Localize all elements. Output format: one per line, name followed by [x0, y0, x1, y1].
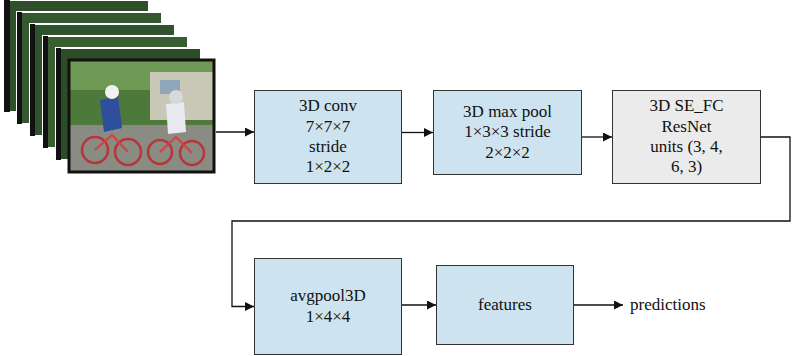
flow-arrow [402, 132, 433, 133]
process-box: features [436, 265, 574, 345]
flow-arrow [402, 304, 436, 305]
output-label: predictions [630, 293, 706, 317]
box-label: 3D max pool 1×3×3 stride 2×2×2 [460, 102, 556, 163]
input-arrow [216, 131, 254, 132]
process-box: avgpool3D 1×4×4 [254, 258, 402, 355]
front-frame [69, 60, 214, 172]
box-label: 3D SE_FC ResNet units (3, 4, 6, 3) [647, 96, 727, 178]
process-box: 3D SE_FC ResNet units (3, 4, 6, 3) [612, 90, 761, 184]
process-box: 3D max pool 1×3×3 stride 2×2×2 [433, 90, 582, 175]
box-label: avgpool3D 1×4×4 [282, 286, 374, 327]
output-arrow [574, 304, 623, 305]
flow-arrow [582, 136, 612, 137]
box-label: 3D conv 7×7×7 stride 1×2×2 [293, 96, 363, 178]
box-label: features [478, 295, 532, 315]
process-box: 3D conv 7×7×7 stride 1×2×2 [254, 90, 402, 184]
